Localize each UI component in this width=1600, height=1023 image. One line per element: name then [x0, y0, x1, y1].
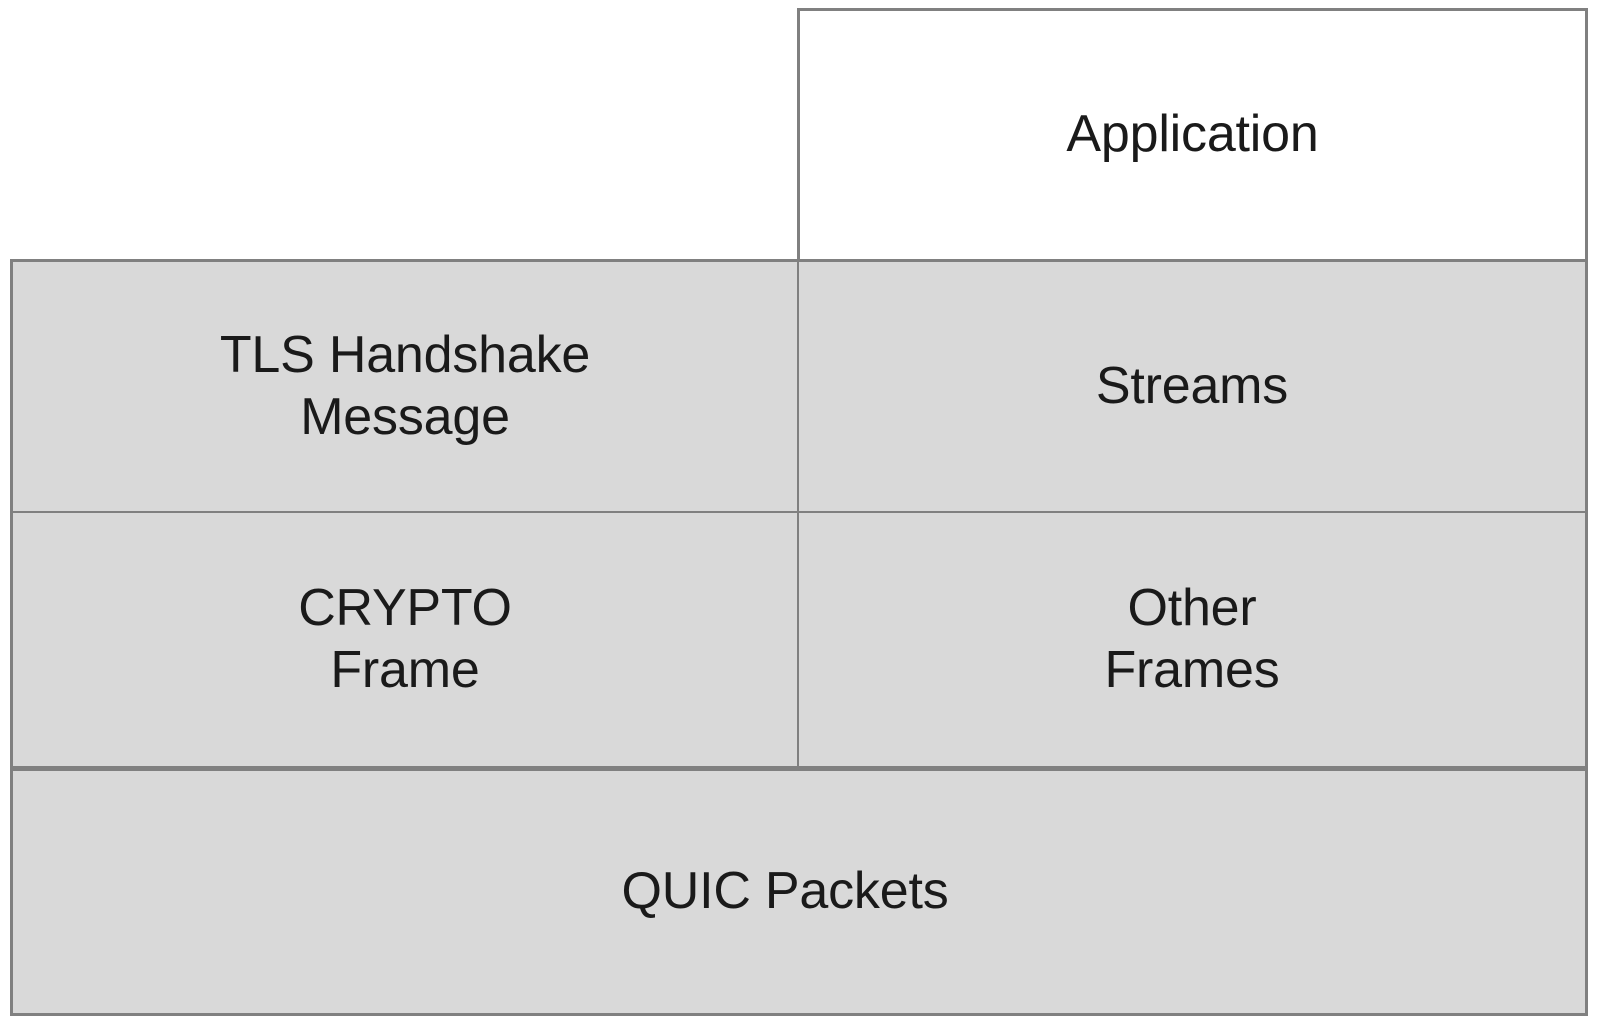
layer-box-application: Application [797, 8, 1588, 262]
layer-label-tls-handshake-message: TLS Handshake Message [219, 326, 591, 446]
layer-box-other-frames: Other Frames [799, 513, 1588, 768]
layer-label-quic-packets: QUIC Packets [621, 862, 949, 921]
layer-box-quic-packets: QUIC Packets [10, 768, 1588, 1016]
layer-label-streams: Streams [1095, 356, 1289, 415]
layer-box-crypto-frame: CRYPTO Frame [10, 513, 799, 768]
layer-label-crypto-frame: CRYPTO Frame [298, 579, 512, 699]
layer-box-streams: Streams [799, 259, 1588, 513]
layer-label-application: Application [1066, 105, 1319, 164]
layer-box-tls-handshake-message: TLS Handshake Message [10, 259, 799, 513]
layer-label-other-frames: Other Frames [1104, 579, 1280, 699]
